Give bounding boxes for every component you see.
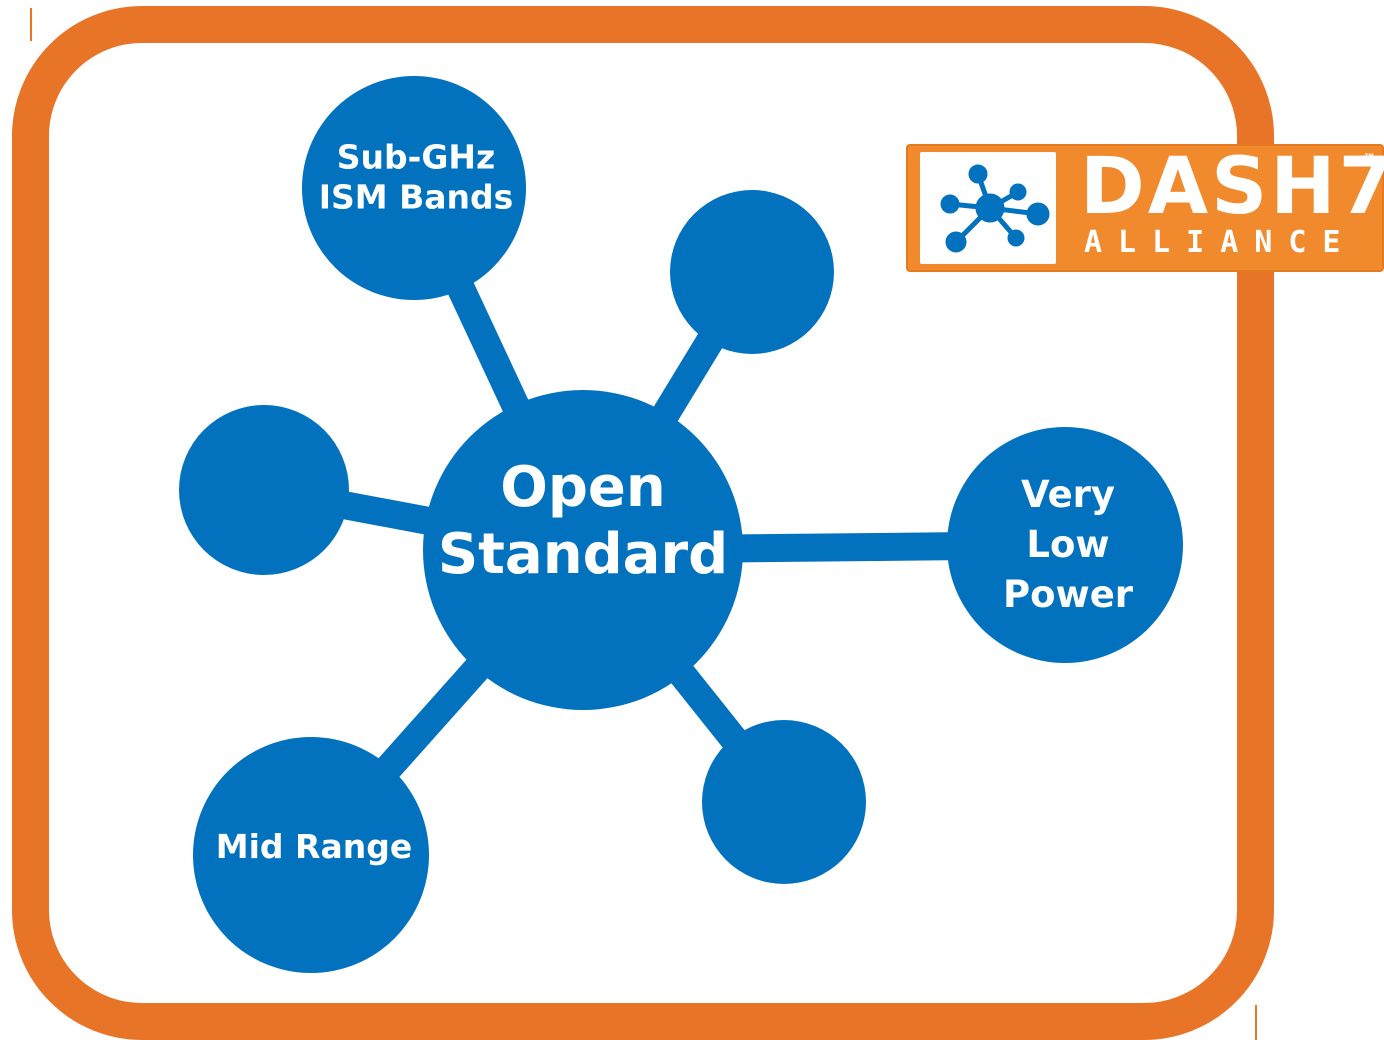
node-sub-ghz — [302, 76, 526, 300]
node-very-low-power — [947, 427, 1183, 663]
corner-tick-top — [30, 8, 32, 41]
logo-text-sub: ALLIANCE — [1084, 225, 1357, 260]
node-label-very-low-power: Very Low Power — [1002, 473, 1134, 616]
network-node-icon — [920, 152, 1056, 264]
node-left — [179, 405, 349, 575]
logo-trademark: ™ — [1363, 152, 1376, 167]
corner-tick-bottom — [1255, 1005, 1257, 1040]
node-mid-range — [193, 737, 429, 973]
logo-text-main: DASH7 — [1080, 142, 1384, 232]
node-center — [423, 390, 743, 710]
node-label-center: Open Standard — [437, 454, 729, 587]
node-label-mid-range: Mid Range — [215, 827, 413, 867]
dash7-alliance-logo: DASH7 ALLIANCE ™ — [906, 144, 1384, 272]
node-bottom-right — [702, 720, 866, 884]
node-top-right — [670, 190, 834, 354]
node-label-sub-ghz: Sub-GHz ISM Bands — [318, 137, 514, 216]
